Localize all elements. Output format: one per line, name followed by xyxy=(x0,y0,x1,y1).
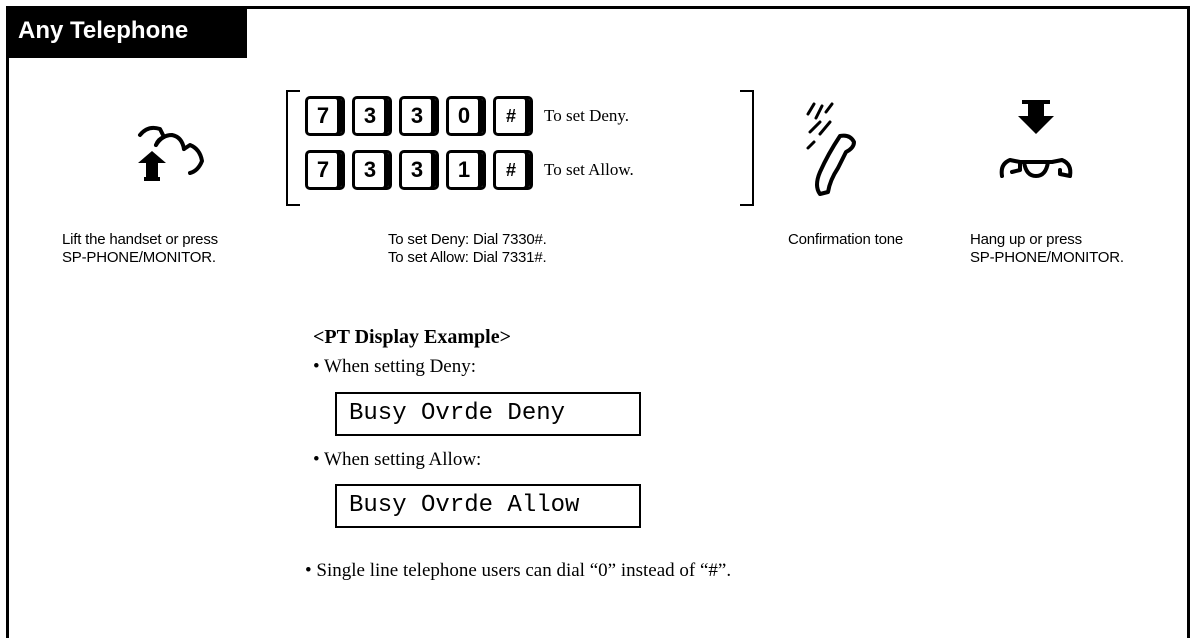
key-group-right-bracket xyxy=(740,90,754,206)
key-7: 7 xyxy=(305,96,345,136)
key-7: 7 xyxy=(305,150,345,190)
key-0: 0 xyxy=(446,96,486,136)
lift-caption: Lift the handset or press SP-PHONE/MONIT… xyxy=(62,231,218,267)
hangup-caption-line-1: Hang up or press xyxy=(970,231,1082,248)
lift-caption-line-2: SP-PHONE/MONITOR. xyxy=(62,249,216,266)
deny-display: Busy Ovrde Deny xyxy=(335,392,641,436)
key-3: 3 xyxy=(352,150,392,190)
key-1: 1 xyxy=(446,150,486,190)
allow-display: Busy Ovrde Allow xyxy=(335,484,641,528)
allow-intro: • When setting Allow: xyxy=(313,449,482,470)
single-line-note: • Single line telephone users can dial “… xyxy=(305,560,732,581)
lift-caption-line-1: Lift the handset or press xyxy=(62,231,218,248)
key-hash: # xyxy=(493,96,533,136)
hangup-caption: Hang up or press SP-PHONE/MONITOR. xyxy=(970,231,1124,267)
key-3: 3 xyxy=(352,96,392,136)
key-hash: # xyxy=(493,150,533,190)
deny-key-label: To set Deny. xyxy=(544,106,630,125)
confirmation-caption: Confirmation tone xyxy=(788,231,903,248)
allow-key-row: 7 3 3 1 # To set Allow. xyxy=(305,150,634,190)
key-3: 3 xyxy=(399,96,439,136)
section-title: Any Telephone xyxy=(6,6,247,58)
dial-caption: To set Deny: Dial 7330#. To set Allow: D… xyxy=(388,231,547,267)
page-frame xyxy=(6,6,1190,638)
pt-display-heading: <PT Display Example> xyxy=(313,326,512,348)
deny-key-row: 7 3 3 0 # To set Deny. xyxy=(305,96,629,136)
dial-caption-line-1: To set Deny: Dial 7330#. xyxy=(388,231,547,248)
hangup-caption-line-2: SP-PHONE/MONITOR. xyxy=(970,249,1124,266)
dial-caption-line-2: To set Allow: Dial 7331#. xyxy=(388,249,547,266)
allow-key-label: To set Allow. xyxy=(544,160,634,179)
ringing-handset-icon xyxy=(806,102,856,196)
handset-hangup-icon xyxy=(999,100,1073,178)
key-3: 3 xyxy=(399,150,439,190)
key-group-left-bracket xyxy=(286,90,300,206)
deny-intro: • When setting Deny: xyxy=(313,356,477,377)
handset-lift-icon xyxy=(138,125,204,181)
